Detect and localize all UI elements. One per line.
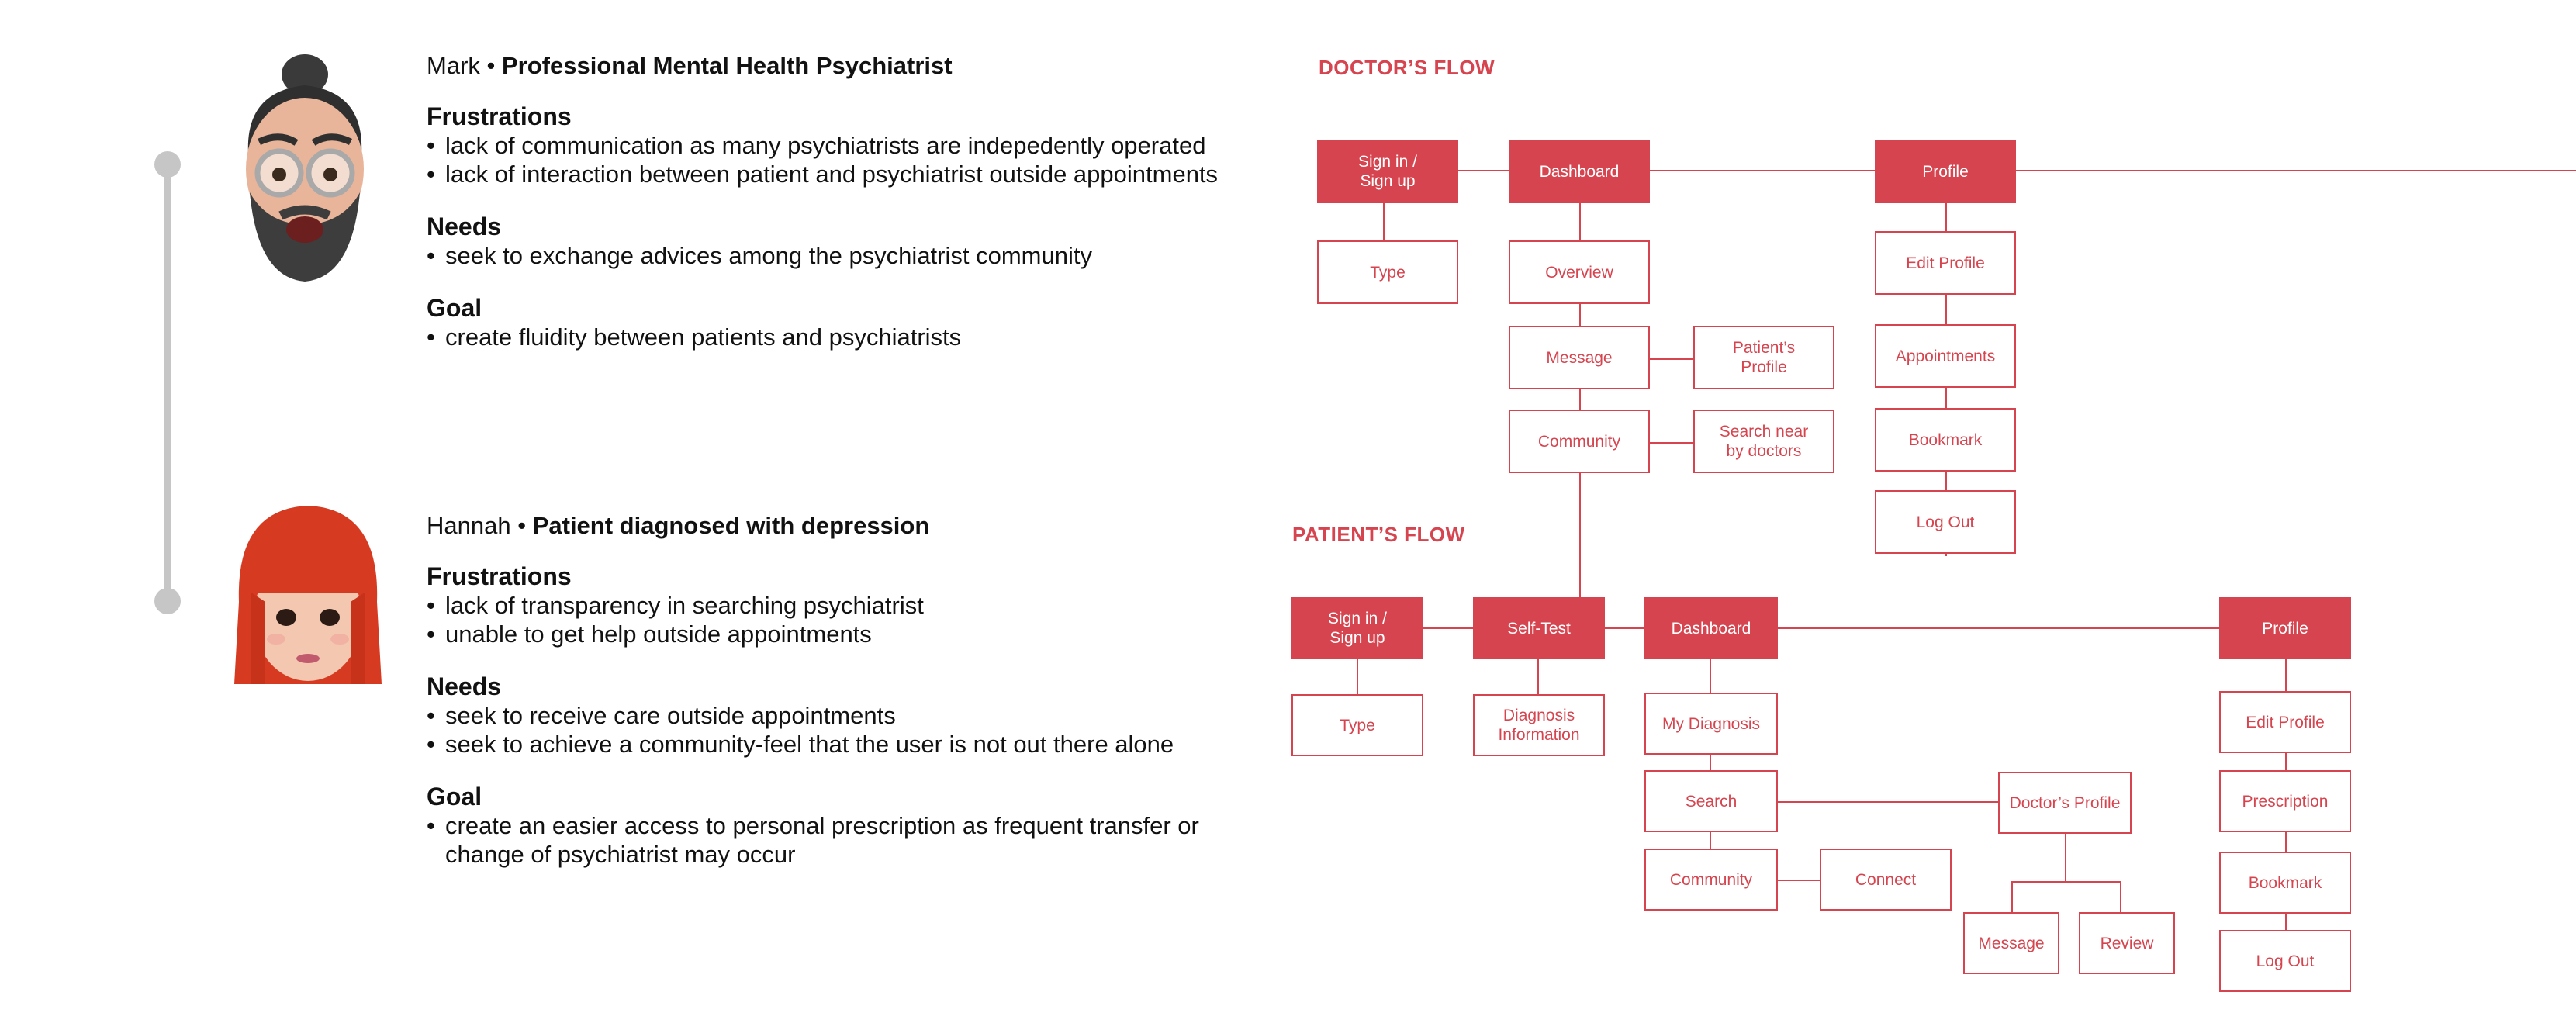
- list-item: lack of transparency in searching psychi…: [427, 591, 1202, 620]
- doctor-node-edit-profile[interactable]: Edit Profile: [1875, 231, 2016, 295]
- patient-flow-title: PATIENT’S FLOW: [1292, 523, 1465, 546]
- doctor-node-overview[interactable]: Overview: [1509, 240, 1650, 304]
- doctor-node-appointments[interactable]: Appointments: [1875, 324, 2016, 388]
- patient-node-bookmark[interactable]: Bookmark: [2219, 852, 2351, 914]
- doctor-node-bookmark[interactable]: Bookmark: [1875, 408, 2016, 472]
- persona-separator: •: [486, 52, 496, 79]
- section-heading: Frustrations: [427, 562, 572, 590]
- section-heading: Goal: [427, 783, 482, 811]
- patient-node-community[interactable]: Community: [1644, 849, 1778, 911]
- patient-node-my-diagnosis[interactable]: My Diagnosis: [1644, 693, 1778, 755]
- doctor-node-community[interactable]: Community: [1509, 410, 1650, 473]
- timeline-dot-mark: [154, 151, 181, 178]
- patient-node-profile[interactable]: Profile: [2219, 597, 2351, 659]
- persona-separator: •: [517, 512, 527, 539]
- section-heading: Needs: [427, 672, 502, 700]
- frustrations-section: Frustrations lack of transparency in sea…: [427, 562, 1202, 648]
- list-item: create fluidity between patients and psy…: [427, 323, 1241, 351]
- patient-node-review[interactable]: Review: [2079, 912, 2175, 974]
- timeline-dot-hannah: [154, 588, 181, 614]
- persona-role: Patient diagnosed with depression: [532, 512, 930, 539]
- persona-hannah: Hannah • Patient diagnosed with depressi…: [427, 511, 1202, 893]
- doctor-node-type[interactable]: Type: [1317, 240, 1458, 304]
- connector: [1423, 627, 2222, 629]
- list-item: create an easier access to personal pres…: [427, 811, 1202, 869]
- patient-node-edit-profile[interactable]: Edit Profile: [2219, 691, 2351, 753]
- persona-role: Professional Mental Health Psychiatrist: [502, 52, 953, 79]
- doctor-node-patient-profile[interactable]: Patient’s Profile: [1693, 326, 1834, 389]
- persona-title: Mark • Professional Mental Health Psychi…: [427, 51, 1241, 80]
- connector: [2120, 881, 2121, 914]
- section-heading: Needs: [427, 213, 502, 240]
- goal-section: Goal create an easier access to personal…: [427, 783, 1202, 869]
- section-heading: Frustrations: [427, 102, 572, 130]
- patient-node-connect[interactable]: Connect: [1820, 849, 1952, 911]
- doctor-node-message[interactable]: Message: [1509, 326, 1650, 389]
- persona-title: Hannah • Patient diagnosed with depressi…: [427, 511, 1202, 540]
- section-heading: Goal: [427, 294, 482, 322]
- hannah-avatar-icon: [234, 506, 382, 684]
- patient-node-doctors-profile[interactable]: Doctor’s Profile: [1998, 772, 2132, 834]
- list-item: seek to achieve a community-feel that th…: [427, 730, 1202, 759]
- persona-name: Hannah: [427, 512, 511, 539]
- list-item: lack of interaction between patient and …: [427, 160, 1241, 188]
- doctor-flow-title: DOCTOR’S FLOW: [1319, 56, 1495, 79]
- doctor-node-dashboard[interactable]: Dashboard: [1509, 140, 1650, 203]
- connector: [1537, 659, 1539, 694]
- connector: [1650, 442, 1695, 444]
- patient-node-prescription[interactable]: Prescription: [2219, 770, 2351, 832]
- patient-node-message[interactable]: Message: [1963, 912, 2059, 974]
- connector: [2011, 881, 2013, 914]
- patient-node-selftest[interactable]: Self-Test: [1473, 597, 1605, 659]
- doctor-node-logout[interactable]: Log Out: [1875, 490, 2016, 554]
- connector: [1357, 659, 1358, 694]
- frustrations-section: Frustrations lack of communication as ma…: [427, 102, 1241, 188]
- patient-node-search[interactable]: Search: [1644, 770, 1778, 832]
- connector: [1383, 202, 1385, 240]
- persona-mark: Mark • Professional Mental Health Psychi…: [427, 51, 1241, 375]
- patient-node-type[interactable]: Type: [1291, 694, 1423, 756]
- connector: [2011, 881, 2121, 883]
- patient-node-logout[interactable]: Log Out: [2219, 930, 2351, 992]
- connector: [1777, 801, 1998, 803]
- mark-avatar-icon: [246, 54, 364, 282]
- connector: [1650, 358, 1695, 360]
- connector: [2065, 834, 2066, 882]
- doctor-node-signin[interactable]: Sign in / Sign up: [1317, 140, 1458, 203]
- patient-node-diagnosis-info[interactable]: Diagnosis Information: [1473, 694, 1605, 756]
- goal-section: Goal create fluidity between patients an…: [427, 294, 1241, 351]
- connector: [1777, 880, 1820, 881]
- persona-name: Mark: [427, 52, 480, 79]
- persona-timeline: [164, 164, 171, 602]
- needs-section: Needs seek to exchange advices among the…: [427, 213, 1241, 270]
- list-item: unable to get help outside appointments: [427, 620, 1202, 648]
- connector: [1458, 170, 2576, 171]
- list-item: lack of communication as many psychiatri…: [427, 131, 1241, 160]
- patient-node-signin[interactable]: Sign in / Sign up: [1291, 597, 1423, 659]
- doctor-node-search-near[interactable]: Search near by doctors: [1693, 410, 1834, 473]
- needs-section: Needs seek to receive care outside appoi…: [427, 672, 1202, 759]
- list-item: seek to exchange advices among the psych…: [427, 241, 1241, 270]
- doctor-node-profile[interactable]: Profile: [1875, 140, 2016, 203]
- patient-node-dashboard[interactable]: Dashboard: [1644, 597, 1778, 659]
- list-item: seek to receive care outside appointment…: [427, 701, 1202, 730]
